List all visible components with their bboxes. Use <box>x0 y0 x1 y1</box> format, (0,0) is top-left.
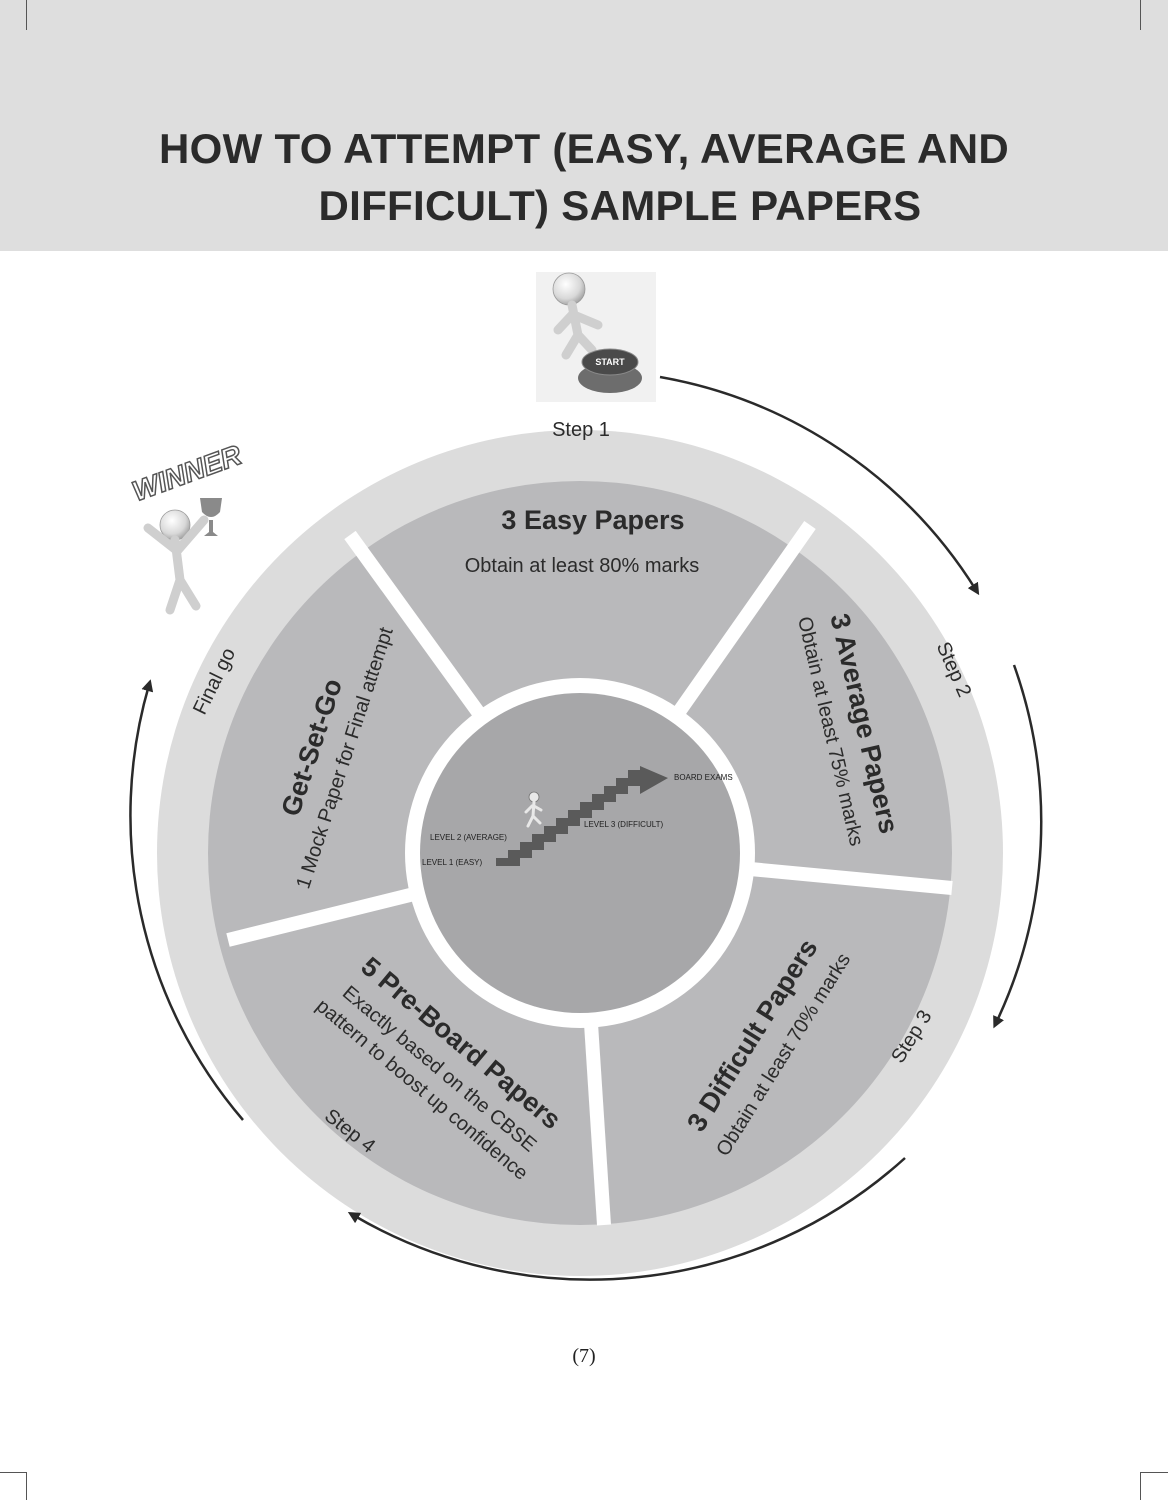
center-level2-label: LEVEL 2 (AVERAGE) <box>430 833 507 842</box>
page-title-line-1: HOW TO ATTEMPT (EASY, AVERAGE AND <box>159 125 1009 172</box>
arrow-step1-step2 <box>659 375 980 596</box>
trophy-icon <box>200 498 222 536</box>
page-title-line-2: DIFFICULT) SAMPLE PAPERS <box>318 182 922 229</box>
start-badge-label: START <box>595 357 625 367</box>
start-figure: START <box>536 272 656 402</box>
center-level3-label: LEVEL 3 (DIFFICULT) <box>584 820 663 829</box>
winner-figure: WINNER <box>127 438 247 615</box>
crop-mark-bottom-left-v <box>26 1472 27 1500</box>
page-number: (7) <box>572 1345 596 1367</box>
start-figure-head <box>552 272 586 306</box>
arrow-step2-step3 <box>993 664 1043 1029</box>
segment-easy-title: 3 Easy Papers <box>501 505 684 535</box>
crop-mark-top-right <box>1140 0 1141 30</box>
start-button-top <box>581 348 639 376</box>
attempt-cycle-diagram: Step 1 Step 2 Step 3 Step 4 Final go 3 E… <box>127 272 1043 1281</box>
arrow-step4-final <box>129 679 244 1121</box>
header-band <box>0 0 1168 251</box>
center-board-label: BOARD EXAMS <box>674 773 733 782</box>
winner-figure-body <box>143 515 209 615</box>
center-disk <box>420 693 740 1013</box>
segment-easy-desc: Obtain at least 80% marks <box>465 555 700 577</box>
ring-label-step1: Step 1 <box>552 419 610 441</box>
winner-label: WINNER <box>128 439 246 507</box>
staircase-steps <box>496 766 668 866</box>
climber-body <box>524 800 543 828</box>
crop-mark-bottom-left <box>0 1472 26 1473</box>
staircase-illustration <box>496 766 668 866</box>
start-figure-body <box>553 300 603 360</box>
arrow-step3-step4 <box>347 1157 906 1281</box>
crop-mark-top-left <box>26 0 27 30</box>
crop-mark-bottom-right <box>1140 1472 1168 1473</box>
crop-mark-bottom-right-v <box>1140 1472 1141 1500</box>
center-level1-label: LEVEL 1 (EASY) <box>422 858 483 867</box>
